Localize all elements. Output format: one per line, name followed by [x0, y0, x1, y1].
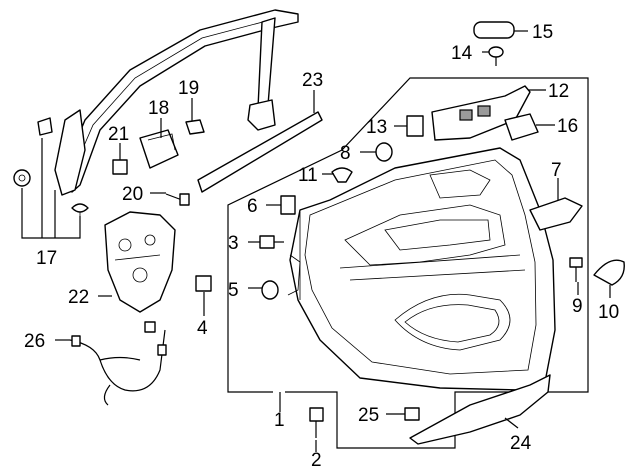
- lower-molding-24: [409, 374, 551, 445]
- callout-1: 1: [274, 410, 285, 431]
- callout-labels: 1 2 3 4 5 6 7 8 9 10 11 12 13 14 15 16 1…: [24, 22, 619, 471]
- grommet-5: [261, 280, 279, 300]
- cap-10: [593, 259, 625, 286]
- callout-2: 2: [311, 450, 322, 471]
- belt-molding: [197, 111, 323, 193]
- clip-11: [331, 167, 353, 183]
- callout-8: 8: [340, 143, 351, 164]
- cover-15: [473, 21, 515, 39]
- callout-25: 25: [358, 405, 379, 426]
- wiring-harness: [69, 321, 167, 406]
- callout-5: 5: [228, 280, 239, 301]
- callout-15: 15: [532, 22, 553, 43]
- switch-16: [504, 113, 539, 141]
- callout-3: 3: [228, 233, 239, 254]
- nut-4: [195, 275, 212, 292]
- callout-6: 6: [247, 196, 258, 217]
- callout-19: 19: [178, 78, 199, 99]
- callout-10: 10: [598, 302, 619, 323]
- screw-9: [569, 257, 583, 282]
- callout-24: 24: [510, 433, 532, 454]
- callout-20: 20: [122, 184, 143, 205]
- screw-20: [165, 193, 190, 206]
- callout-7: 7: [551, 160, 562, 181]
- pin-8: [375, 142, 393, 162]
- clip-13: [406, 115, 424, 137]
- screw-14: [488, 46, 504, 66]
- clip-6: [280, 195, 296, 215]
- deflector-bracket: [104, 211, 176, 313]
- clip-21: [112, 159, 128, 175]
- callout-22: 22: [68, 287, 89, 308]
- bolt-3: [259, 235, 284, 249]
- callout-9: 9: [572, 296, 583, 317]
- door-trim-panel: [287, 147, 556, 391]
- callout-21: 21: [108, 124, 129, 145]
- clip-17c: [71, 203, 89, 213]
- leader-lines: [55, 30, 611, 452]
- callout-16: 16: [557, 116, 578, 137]
- switch-bezel-12: [431, 85, 531, 141]
- window-frame-molding: [54, 9, 299, 196]
- callout-26: 26: [24, 331, 45, 352]
- callout-13: 13: [366, 117, 387, 138]
- callout-18: 18: [148, 98, 169, 119]
- clip-17b: [37, 117, 53, 136]
- callout-14: 14: [451, 43, 473, 64]
- assembly-boundary: [227, 77, 589, 449]
- bolt-2: [309, 407, 324, 438]
- callout-11: 11: [298, 165, 318, 186]
- clip-19: [185, 119, 205, 135]
- callout-12: 12: [548, 81, 569, 102]
- callout-23: 23: [302, 70, 323, 91]
- callout-4: 4: [197, 318, 208, 339]
- callout-17: 17: [36, 248, 57, 269]
- clip-25: [404, 407, 420, 421]
- clip-17a: [13, 169, 31, 187]
- handle-7: [529, 197, 583, 231]
